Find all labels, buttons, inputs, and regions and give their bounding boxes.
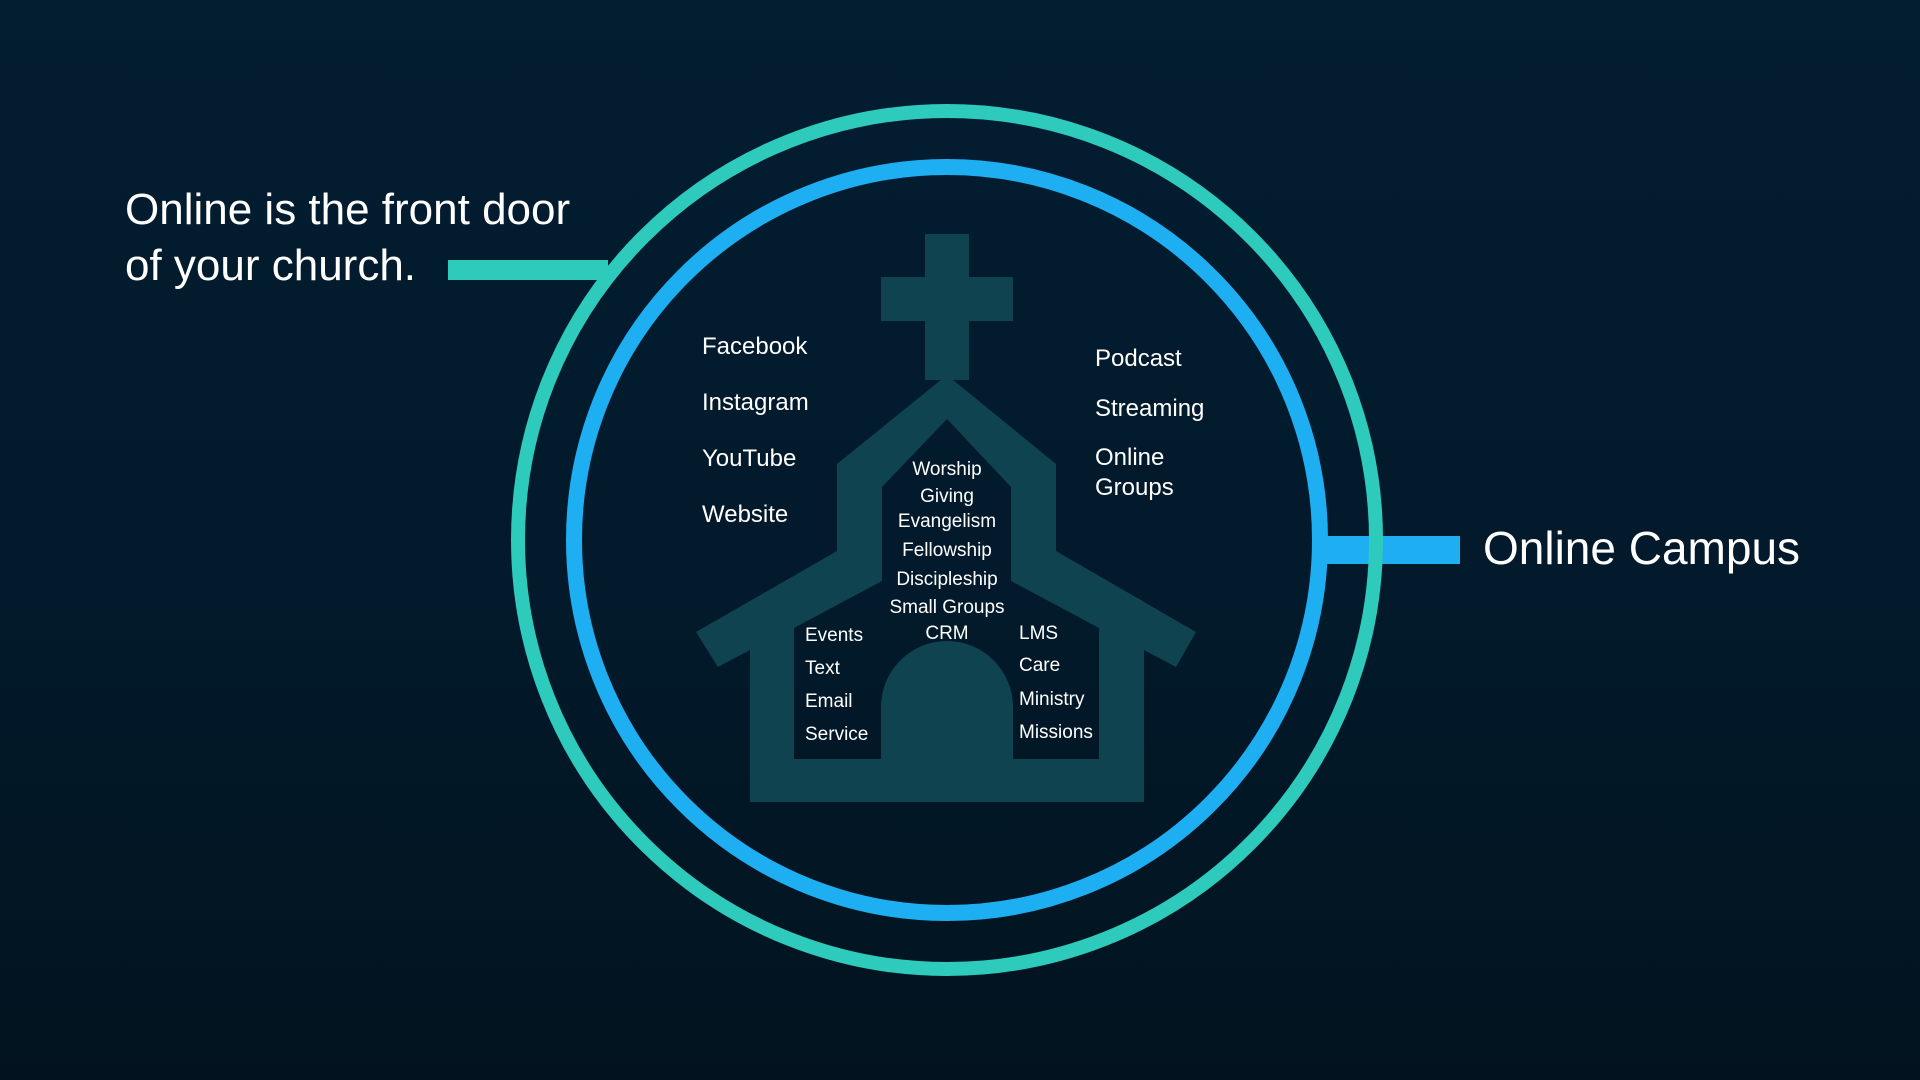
center-item-discipleship: Discipleship [896,569,998,590]
center-item-fellowship: Fellowship [902,540,992,561]
wing-item-lms: LMS [1019,623,1059,644]
channel-facebook: Facebook [702,333,808,360]
channel-website: Website [702,501,789,528]
church-icon [696,234,1196,802]
wing-item-text: Text [805,658,840,679]
channel-youtube: YouTube [702,445,797,472]
wing-item-email: Email [805,691,853,712]
heading-line-2: of your church. [125,241,417,290]
wing-item-service: Service [805,724,869,745]
wing-item-missions: Missions [1019,722,1093,743]
inner-ring [566,159,1328,921]
heading-line-1: Online is the front door [125,185,571,234]
online-campus-label: Online Campus [1483,522,1801,574]
door-icon [925,694,969,802]
channel-streaming: Streaming [1095,395,1205,422]
center-item-worship: Worship [912,459,982,480]
campus-connector-line [1316,536,1460,564]
center-item-giving: Giving [920,486,974,507]
center-item-evangelism: Evangelism [897,511,997,532]
center-item-crm: CRM [925,623,969,644]
wing-item-care: Care [1019,655,1061,676]
wing-item-ministry: Ministry [1019,689,1085,710]
channel-instagram: Instagram [702,389,809,416]
wing-item-events: Events [805,625,864,646]
center-item-small-groups: Small Groups [889,597,1005,618]
channel-online: Online [1095,444,1165,471]
front-door-connector-line [448,260,608,280]
front-door-heading: Online is the front door of your church. [125,182,570,294]
channel-groups: Groups [1095,474,1174,501]
outer-ring [511,104,1383,976]
cross-arm [881,277,1013,321]
channel-podcast: Podcast [1095,345,1182,372]
